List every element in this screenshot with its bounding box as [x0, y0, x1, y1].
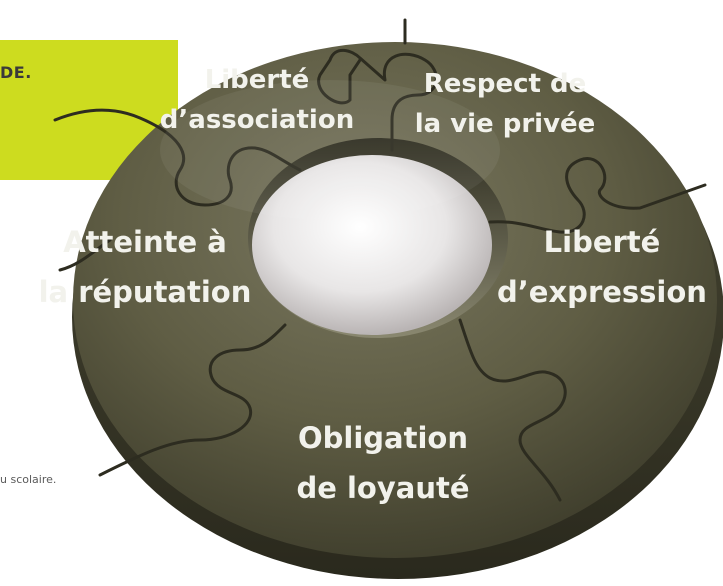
piece-liberte-association: Liberté d’association [160, 65, 354, 135]
piece-label-line2: d’expression [497, 275, 707, 309]
piece-label-line1: Liberté [205, 65, 310, 95]
sidebar-heading-fragment: DE. [0, 63, 32, 82]
piece-label-line1: Respect de [424, 69, 587, 99]
piece-respect-vie-privee: Respect de la vie privée [415, 69, 596, 139]
piece-label-line1: Obligation [298, 421, 468, 455]
piece-label-line1: Liberté [544, 225, 661, 259]
piece-label-line2: la réputation [39, 275, 252, 309]
piece-label-line2: d’association [160, 105, 354, 135]
center-hole [252, 155, 492, 335]
footnote-fragment: u scolaire. [0, 473, 57, 486]
piece-atteinte-reputation: Atteinte à la réputation [39, 225, 252, 309]
disc-highlight [160, 80, 500, 220]
piece-label-line1: Atteinte à [63, 225, 227, 259]
piece-label-line2: de loyauté [296, 471, 469, 505]
piece-obligation-loyaute: Obligation de loyauté [296, 421, 469, 505]
piece-liberte-expression: Liberté d’expression [497, 225, 707, 309]
puzzle-seams [53, 18, 707, 502]
piece-label-line2: la vie privée [415, 109, 596, 139]
